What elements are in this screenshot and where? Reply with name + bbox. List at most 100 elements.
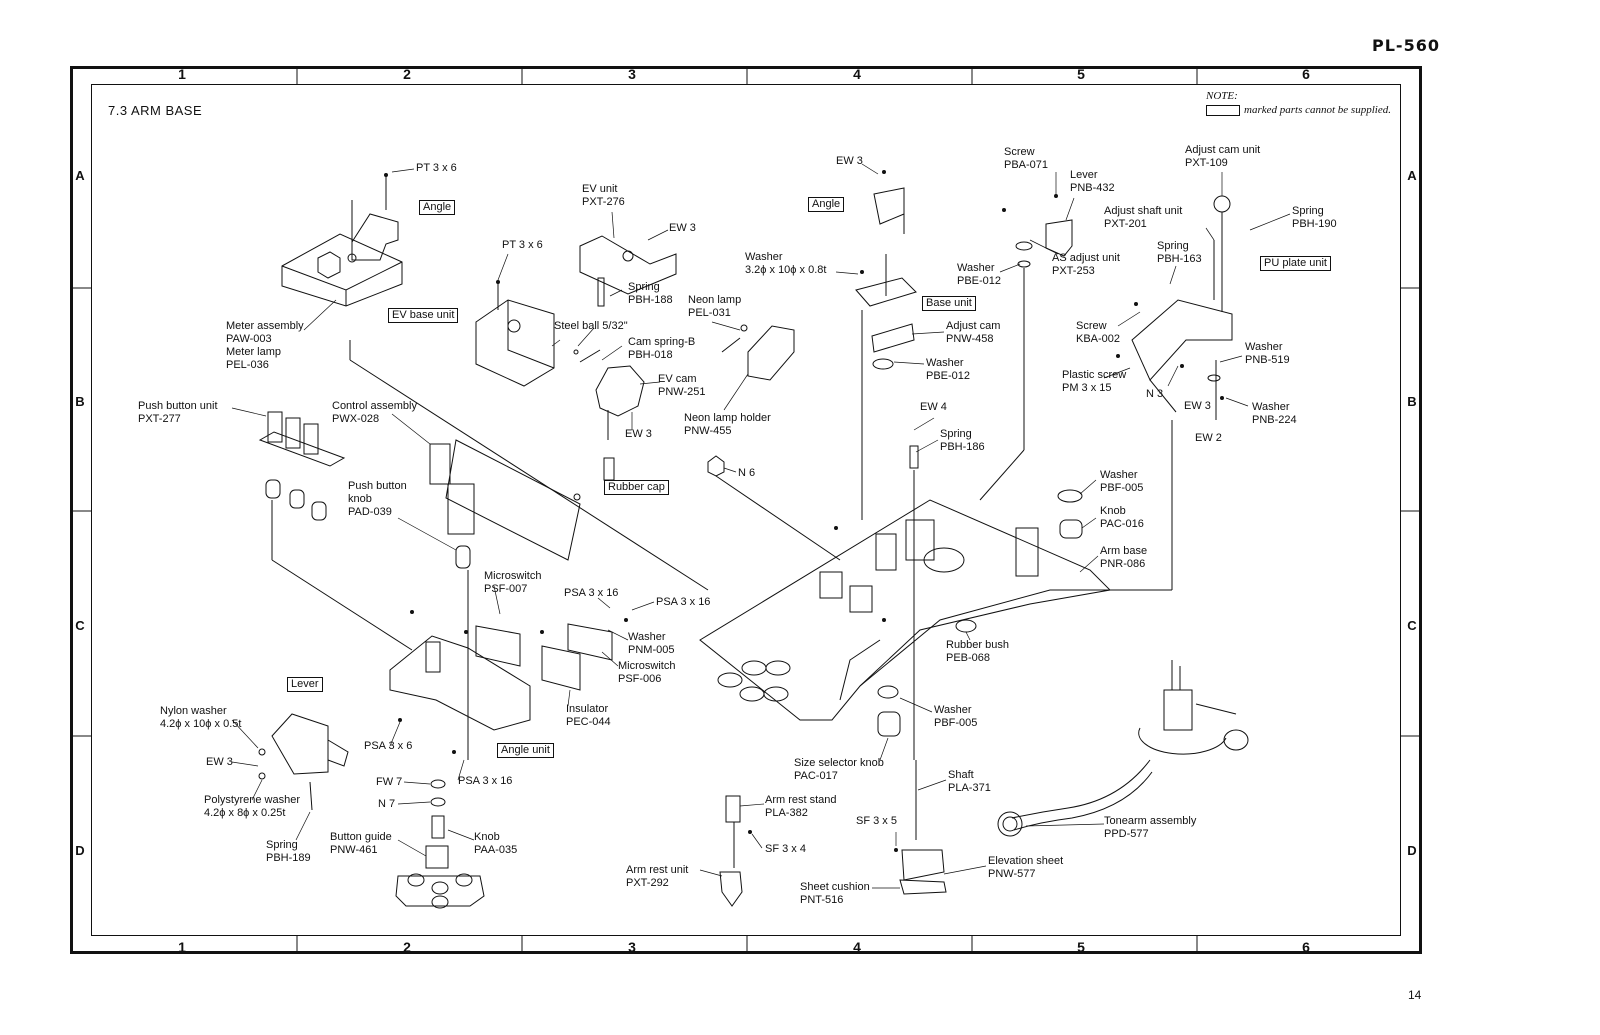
callout-text-line: SF 3 x 5 [856, 815, 897, 827]
callout-text-line: Knob [474, 831, 500, 843]
callout-text-line: Shaft [948, 769, 974, 781]
grid-col-2-bottom: 2 [403, 939, 411, 955]
grid-row-c-left: C [75, 618, 85, 633]
callout-text-line: PNT-516 [800, 894, 844, 906]
lever-bracket-drawing [258, 713, 349, 811]
ev-base-unit-label: EV base unit [388, 308, 459, 323]
callout-text-line: Knob [1100, 505, 1126, 517]
grid-col-1-top: 1 [178, 66, 186, 82]
rubber-cap-label: Rubber cap [604, 480, 669, 495]
callout-text-line: AS adjust unit [1052, 252, 1120, 264]
callout-text-line: Spring [1292, 205, 1324, 217]
grid-ticks [70, 66, 1422, 954]
control-assembly-drawing [429, 439, 581, 760]
lever-label: Lever [287, 677, 323, 692]
note-block: NOTE: marked parts cannot be supplied. [1206, 89, 1391, 117]
callout-text-line: PSF-007 [484, 583, 528, 595]
callout-ew3-ev: EW 3 [669, 222, 696, 235]
callout-text-line: PNW-251 [658, 386, 706, 398]
callout-text-line: Neon lamp holder [684, 412, 771, 424]
callout-text-line: EV unit [582, 183, 618, 195]
callout-text-line: PSA 3 x 16 [458, 775, 513, 787]
callout-text-line: knob [348, 493, 372, 505]
callout-text-line: PEC-044 [566, 716, 611, 728]
callout-text-line: Adjust cam unit [1185, 144, 1261, 156]
callout-text-line: Washer [957, 262, 995, 274]
grid-row-b-left: B [75, 394, 85, 409]
grid-row-d-right: D [1407, 843, 1417, 858]
grid-col-3-top: 3 [628, 66, 636, 82]
callout-text-line: Spring [1157, 240, 1189, 252]
grid-col-4-bottom: 4 [853, 939, 861, 955]
arm-rest-drawing [719, 795, 743, 907]
callout-text-line: Nylon washer [160, 705, 227, 717]
ev-base-unit-drawing [349, 282, 709, 591]
arm-base-body-drawing [699, 499, 1112, 721]
callout-text-line: Elevation sheet [988, 855, 1064, 867]
callout-text-line: Washer [745, 251, 783, 263]
callout-text-line: Spring [628, 281, 660, 293]
callout-text-line: PNW-455 [684, 425, 732, 437]
callout-text-line: PNW-461 [330, 844, 378, 856]
callout-text-line: PAW-003 [226, 333, 272, 345]
callout-text-line: Washer [1100, 469, 1138, 481]
callout-pt-3x6-mid: PT 3 x 6 [502, 239, 543, 252]
callout-text-line: PXT-292 [626, 877, 669, 889]
callout-text-line: PM 3 x 15 [1062, 382, 1112, 394]
callout-ew3-left: EW 3 [206, 756, 233, 769]
callout-text-line: PEL-031 [688, 307, 731, 319]
callout-text-line: KBA-002 [1076, 333, 1121, 345]
unsupplied-marker-box [1206, 104, 1240, 116]
note-heading: NOTE: [1206, 90, 1238, 102]
callout-sf-3x4: SF 3 x 4 [765, 843, 806, 856]
angle-right-label: Angle [808, 197, 845, 212]
callout-text-line: PBH-189 [266, 852, 311, 864]
callout-text-line: 3.2ϕ x 10ϕ x 0.8t [745, 264, 827, 276]
callout-text-line: Cam spring-B [628, 336, 696, 348]
callout-text-line: N 3 [1146, 388, 1164, 400]
callout-sf-3x5: SF 3 x 5 [856, 815, 897, 828]
callout-text-line: Arm rest stand [765, 794, 837, 806]
callout-text-line: Sheet cushion [800, 881, 870, 893]
callout-ew3-right: EW 3 [1184, 400, 1211, 413]
callout-text-line: PBH-018 [628, 349, 673, 361]
callout-text-line: PNM-005 [628, 644, 675, 656]
grid-col-3-bottom: 3 [628, 939, 636, 955]
callout-text-line: Button guide [330, 831, 392, 843]
callout-text-line: Meter lamp [226, 346, 282, 358]
callout-text-line: PSA 3 x 6 [364, 740, 413, 752]
callout-text-line: EW 3 [1184, 400, 1211, 412]
meter-assembly-drawing [281, 175, 403, 307]
callout-text-line: SF 3 x 4 [765, 843, 806, 855]
callout-text-line: Neon lamp [688, 294, 742, 306]
callout-text-line: Washer [934, 704, 972, 716]
callout-text-line: PAD-039 [348, 506, 392, 518]
callout-text-line: Washer [1245, 341, 1283, 353]
callout-text-line: Washer [628, 631, 666, 643]
grid-row-a-right: A [1407, 168, 1417, 183]
grid-col-5-top: 5 [1077, 66, 1085, 82]
grid-row-a-left: A [75, 168, 85, 183]
